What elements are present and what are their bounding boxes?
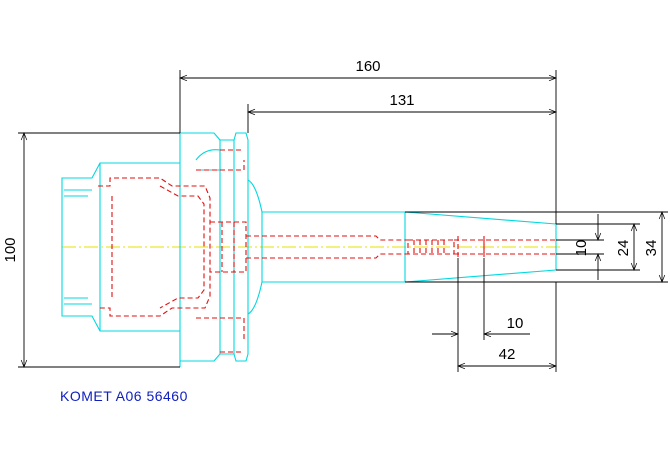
dim-overall-length: 160 — [355, 58, 380, 75]
dim-tail-length: 42 — [499, 346, 516, 363]
dim-middle-diameter: 24 — [615, 240, 632, 257]
dim-gauge-length: 131 — [389, 92, 414, 109]
hidden-lines — [98, 149, 556, 353]
dim-flange-diameter: 100 — [2, 237, 19, 262]
dim-bore-diameter: 10 — [573, 240, 590, 257]
dim-outer-diameter: 34 — [643, 240, 660, 257]
tool-holder-outline — [61, 132, 557, 367]
dimension-lines — [18, 70, 668, 372]
part-number-caption: KOMET A06 56460 — [60, 388, 188, 404]
dim-tail-offset: 10 — [507, 315, 524, 332]
